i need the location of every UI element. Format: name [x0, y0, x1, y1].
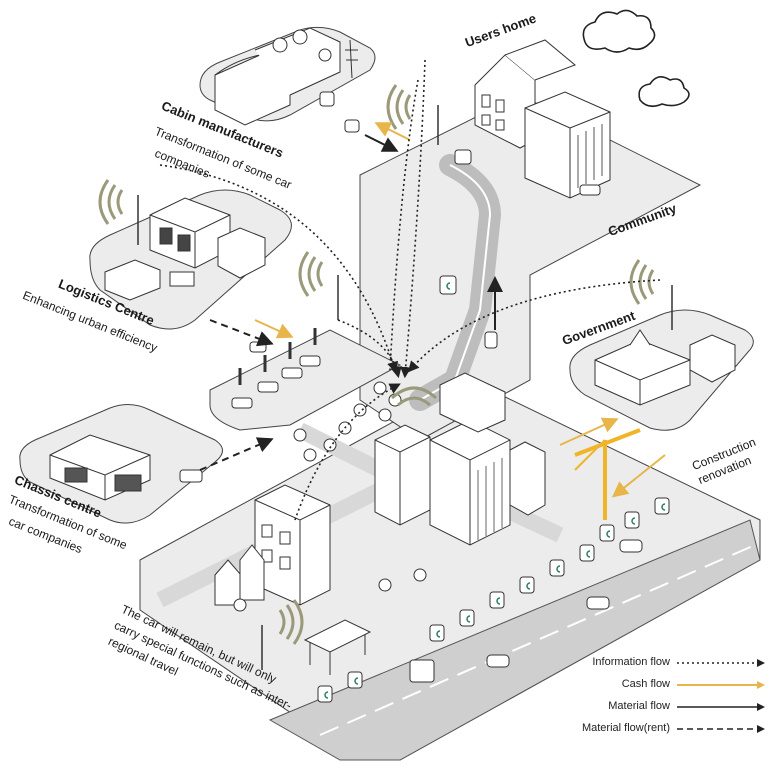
legend-information-flow: Information flow [560, 654, 765, 674]
apartment-building [254, 484, 331, 606]
warehouse-building [149, 197, 266, 279]
cloud-icon [638, 76, 690, 108]
pod-logo [324, 282, 666, 699]
factory-building [214, 27, 358, 126]
material-flow-rent-arrows [199, 276, 503, 471]
antenna-pole [137, 105, 673, 670]
material-flow-arrows [364, 134, 399, 152]
legend-cash-flow: Cash flow [560, 676, 765, 696]
office-tower [429, 419, 511, 546]
pod-vehicle-icon [317, 91, 670, 703]
office-tower [509, 441, 546, 516]
apartment-building [524, 91, 611, 199]
legend-label: Material flow [608, 700, 670, 712]
chassis-building [49, 434, 151, 501]
car-icon [179, 184, 643, 683]
cash-flow-arrows [254, 122, 666, 498]
house-building [474, 39, 576, 149]
bus-shelter [303, 619, 372, 675]
legend-label: Material flow(rent) [581, 722, 670, 734]
bollard-row [238, 328, 317, 385]
information-flow-lines [159, 59, 661, 521]
legend-label: Cash flow [621, 678, 670, 690]
government-building [594, 329, 736, 406]
legend-material-flow-rent: Material flow(rent) [560, 720, 765, 740]
tree-icon [233, 381, 427, 612]
cloud-icon [582, 9, 656, 53]
main-road [268, 519, 761, 761]
wifi-signal-icon [98, 84, 655, 645]
row-houses [214, 544, 265, 606]
legend-material-flow: Material flow [560, 698, 765, 718]
crane-icon [574, 428, 641, 520]
legend-label: Information flow [592, 656, 670, 668]
left-road-platform [209, 329, 402, 431]
office-tower [374, 424, 431, 526]
office-tower [439, 372, 506, 433]
truck-icon [104, 259, 195, 301]
